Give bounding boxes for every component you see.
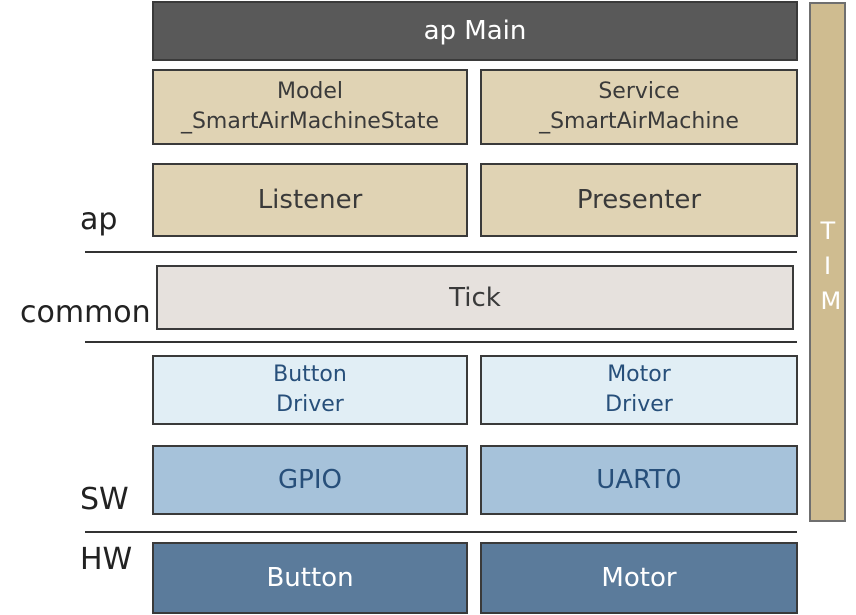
motor-driver-line1: Motor bbox=[607, 362, 671, 387]
service-block: Service _SmartAirMachine bbox=[480, 69, 798, 145]
tick-block: Tick bbox=[156, 265, 794, 330]
motor-hw-label: Motor bbox=[601, 563, 677, 593]
tick-label: Tick bbox=[449, 282, 501, 313]
uart0-label: UART0 bbox=[596, 465, 682, 495]
motor-hw-block: Motor bbox=[480, 542, 798, 614]
presenter-label: Presenter bbox=[576, 185, 702, 215]
listener-block: Listener bbox=[152, 163, 468, 237]
model-label-line2: _SmartAirMachineState bbox=[180, 109, 440, 134]
tim-label: TIM bbox=[820, 217, 842, 315]
service-label-line1: Service bbox=[598, 79, 680, 104]
listener-label: Listener bbox=[257, 185, 363, 215]
layer-label-ap: ap bbox=[80, 202, 118, 237]
service-label-line2: _SmartAirMachine bbox=[539, 109, 739, 134]
layer-label-hw: HW bbox=[80, 542, 133, 577]
ap-main-label: ap Main bbox=[423, 16, 527, 46]
button-hw-block: Button bbox=[152, 542, 468, 614]
button-hw-label: Button bbox=[266, 563, 354, 593]
motor-driver-block: Motor Driver bbox=[480, 355, 798, 425]
presenter-block: Presenter bbox=[480, 163, 798, 237]
model-label-line1: Model bbox=[276, 79, 344, 104]
divider-sw-hw bbox=[85, 531, 797, 533]
ap-main-block: ap Main bbox=[152, 1, 798, 61]
motor-driver-line2: Driver bbox=[605, 392, 673, 417]
button-driver-line2: Driver bbox=[276, 392, 344, 417]
tim-block: TIM bbox=[809, 2, 846, 522]
divider-common-sw bbox=[85, 341, 797, 343]
layer-label-common: common bbox=[20, 295, 151, 330]
button-driver-line1: Button bbox=[273, 362, 347, 387]
uart0-block: UART0 bbox=[480, 445, 798, 515]
model-block: Model _SmartAirMachineState bbox=[152, 69, 468, 145]
gpio-label: GPIO bbox=[278, 465, 342, 495]
button-driver-block: Button Driver bbox=[152, 355, 468, 425]
layer-label-sw: SW bbox=[80, 482, 129, 517]
divider-ap-common bbox=[85, 251, 797, 253]
gpio-block: GPIO bbox=[152, 445, 468, 515]
